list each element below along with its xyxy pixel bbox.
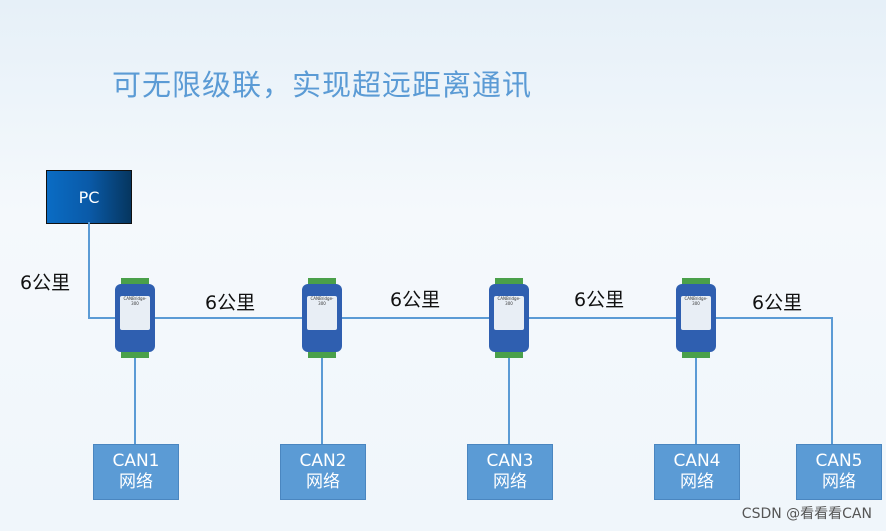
can-name: CAN3 xyxy=(486,451,534,471)
can-sub: 网络 xyxy=(680,472,714,492)
distance-label: 6公里 xyxy=(574,289,625,311)
can-name: CAN5 xyxy=(815,451,863,471)
can-bridge-device: CANBridge-300 xyxy=(489,278,529,358)
drop-line-3 xyxy=(508,356,510,444)
can-sub: 网络 xyxy=(119,472,153,492)
distance-label: 6公里 xyxy=(752,292,803,314)
drop-line-2 xyxy=(321,356,323,444)
distance-label: 6公里 xyxy=(205,292,256,314)
can-sub: 网络 xyxy=(493,472,527,492)
drop-line-1 xyxy=(134,356,136,444)
device-label: CANBridge-300 xyxy=(310,296,334,306)
distance-label: 6公里 xyxy=(20,272,71,294)
bus-line xyxy=(88,317,833,319)
watermark: CSDN @看看看CAN xyxy=(741,506,872,522)
drop-line-4 xyxy=(695,356,697,444)
can-name: CAN4 xyxy=(673,451,721,471)
pc-box: PC xyxy=(46,170,132,224)
can-bridge-device: CANBridge-300 xyxy=(115,278,155,358)
can-bridge-device: CANBridge-300 xyxy=(676,278,716,358)
can-name: CAN1 xyxy=(112,451,160,471)
slide-title: 可无限级联，实现超远距离通讯 xyxy=(112,68,533,102)
can-sub: 网络 xyxy=(306,472,340,492)
device-label: CANBridge-300 xyxy=(497,296,521,306)
distance-label: 6公里 xyxy=(390,289,441,311)
device-label: CANBridge-300 xyxy=(684,296,708,306)
device-label: CANBridge-300 xyxy=(123,296,147,306)
pc-label: PC xyxy=(78,187,100,207)
can-name: CAN2 xyxy=(299,451,347,471)
can-bridge-device: CANBridge-300 xyxy=(302,278,342,358)
can-sub: 网络 xyxy=(822,472,856,492)
drop-line-5 xyxy=(831,317,833,444)
pc-link-vertical xyxy=(88,222,90,319)
